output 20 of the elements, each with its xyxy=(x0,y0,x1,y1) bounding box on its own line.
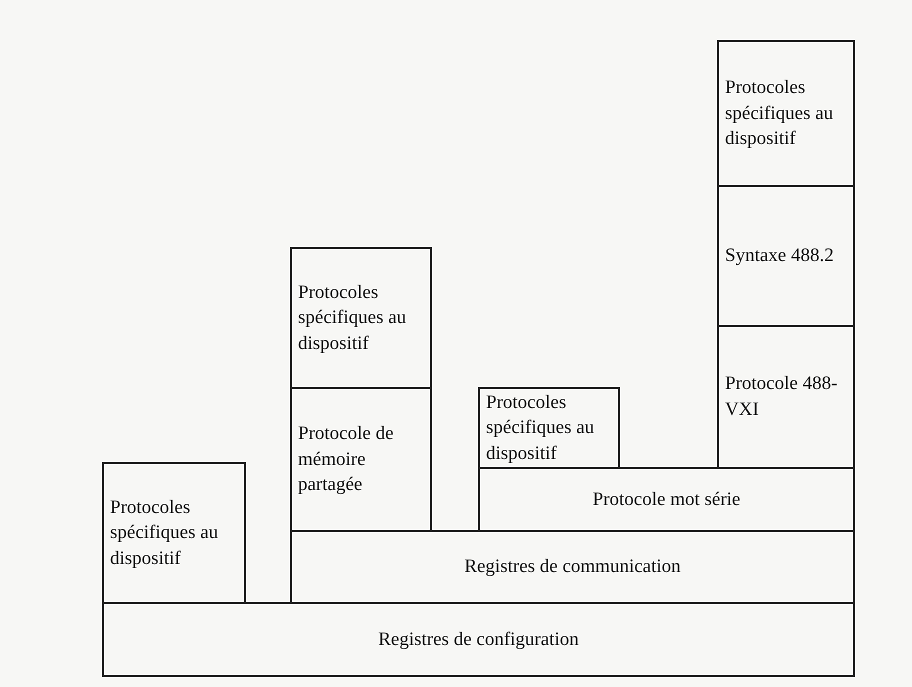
layer-label: Protocoles spécifiques au dispositif xyxy=(485,390,596,466)
layer-box xyxy=(478,467,855,532)
layer-box xyxy=(290,530,855,604)
layer-label: Protocole mot série xyxy=(592,488,742,512)
layer-box xyxy=(717,325,855,469)
layer-label: Protocole 488-VXI xyxy=(724,372,838,422)
layer-box xyxy=(717,185,855,327)
layer-label: Protocoles spécifiques au dispositif xyxy=(297,280,408,356)
layer-label: Syntaxe 488.2 xyxy=(724,244,835,268)
layer-label: Registres de communication xyxy=(463,555,682,580)
layer-label: Registres de configuration xyxy=(377,628,580,652)
layer-box xyxy=(717,40,855,187)
layer-box xyxy=(102,602,855,677)
layer-label: Protocoles spécifiques au dispositif xyxy=(109,496,220,571)
layer-box xyxy=(478,387,620,469)
layer-box xyxy=(290,387,432,532)
layer-label: Protocoles spécifiques au dispositif xyxy=(724,76,834,152)
layer-box xyxy=(102,462,246,604)
layer-box xyxy=(290,247,432,389)
layer-label: Protocole de mémoire partagée xyxy=(297,422,395,498)
